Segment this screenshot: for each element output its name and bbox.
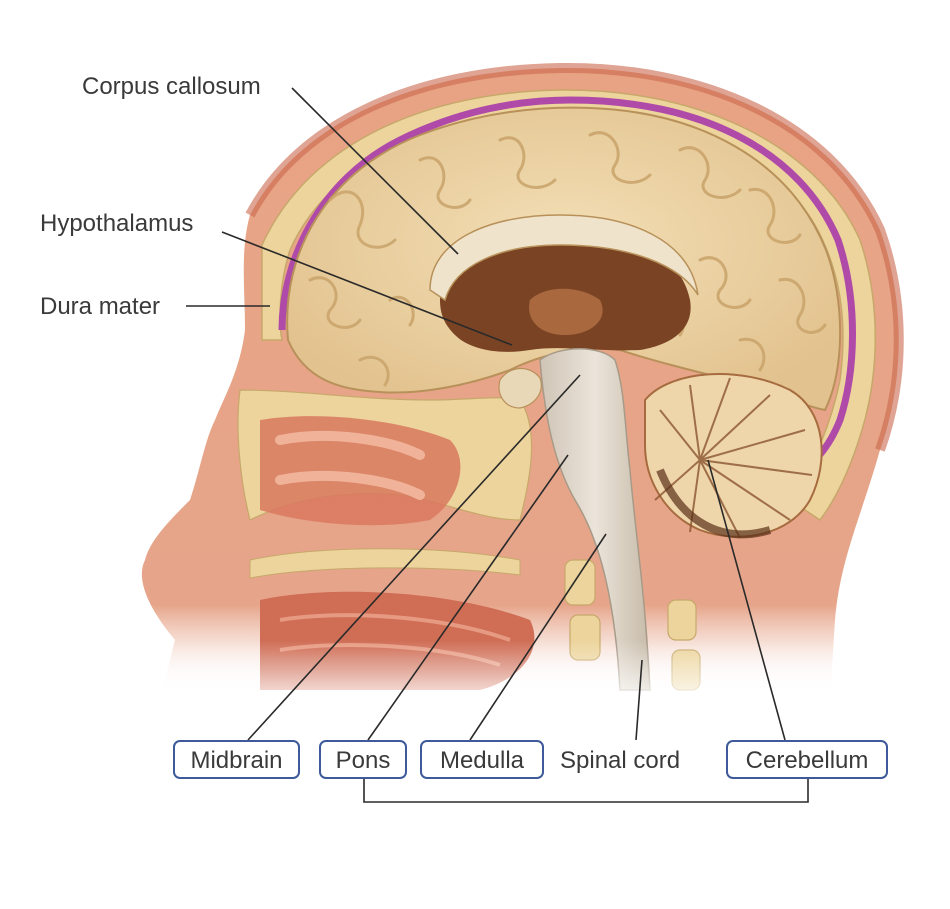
label-cerebellum: Cerebellum (746, 747, 869, 774)
thalamus (529, 288, 603, 335)
label-corpus-callosum: Corpus callosum (82, 73, 261, 100)
cerebellum-shape (644, 373, 823, 539)
deep-brain (440, 225, 691, 352)
leader-pons (367, 454, 569, 741)
label-hypothalamus: Hypothalamus (40, 210, 193, 237)
label-dura-mater: Dura mater (40, 293, 160, 320)
bottom-fade (140, 640, 860, 710)
dura-layer (278, 96, 856, 474)
leader-midbrain (247, 374, 581, 741)
leader-medulla (469, 533, 607, 741)
leader-hypothalamus (221, 231, 513, 346)
leader-corpus-callosum (291, 87, 459, 255)
hindbrain-bracket (363, 778, 809, 803)
box-pons (319, 740, 407, 779)
label-midbrain: Midbrain (190, 747, 282, 774)
pituitary (498, 367, 542, 409)
label-medulla: Medulla (440, 747, 525, 774)
box-cerebellum (726, 740, 888, 779)
leader-spinal-cord (635, 659, 643, 741)
skin-outline (245, 62, 904, 452)
label-pons: Pons (336, 747, 391, 774)
label-spinal-cord: Spinal cord (560, 747, 680, 774)
box-midbrain (173, 740, 300, 779)
corpus-callosum-shape (429, 214, 699, 302)
leader-lines (186, 87, 809, 803)
box-medulla (420, 740, 544, 779)
leader-cerebellum (707, 459, 786, 741)
brainstem (539, 348, 651, 691)
